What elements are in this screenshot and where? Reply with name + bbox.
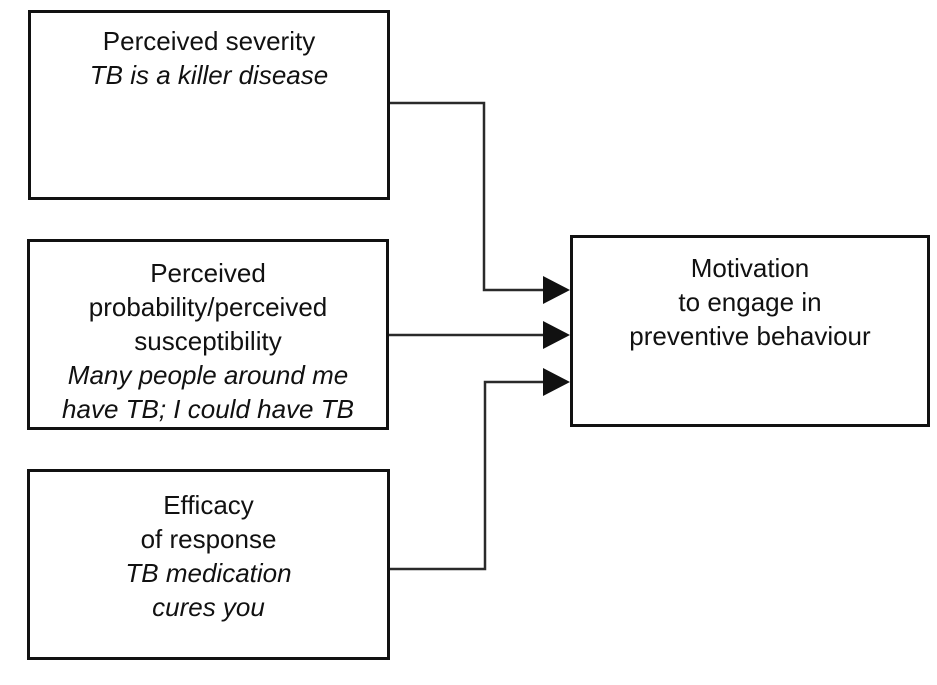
box-motivation-title: Motivation to engage in preventive behav…: [629, 253, 871, 351]
box-efficacy-of-response-title: Efficacy of response: [140, 490, 277, 554]
box-efficacy-of-response-example: TB medication cures you: [125, 558, 292, 622]
arrowhead-efficacy-icon: [543, 368, 570, 396]
box-motivation: Motivation to engage in preventive behav…: [570, 235, 930, 427]
arrowhead-severity-icon: [543, 276, 570, 304]
box-perceived-severity-example: TB is a killer disease: [89, 60, 329, 90]
box-perceived-severity: Perceived severity TB is a killer diseas…: [28, 10, 390, 200]
arrow-line-efficacy: [390, 380, 546, 571]
arrow-line-severity: [389, 101, 546, 292]
arrowhead-susceptibility-icon: [543, 321, 570, 349]
box-efficacy-of-response: Efficacy of response TB medication cures…: [27, 469, 390, 660]
box-perceived-susceptibility-title: Perceived probability/perceived suscepti…: [88, 258, 328, 356]
box-perceived-susceptibility: Perceived probability/perceived suscepti…: [27, 239, 389, 430]
box-perceived-susceptibility-example: Many people around me have TB; I could h…: [62, 360, 354, 424]
box-perceived-severity-title: Perceived severity: [102, 26, 316, 56]
